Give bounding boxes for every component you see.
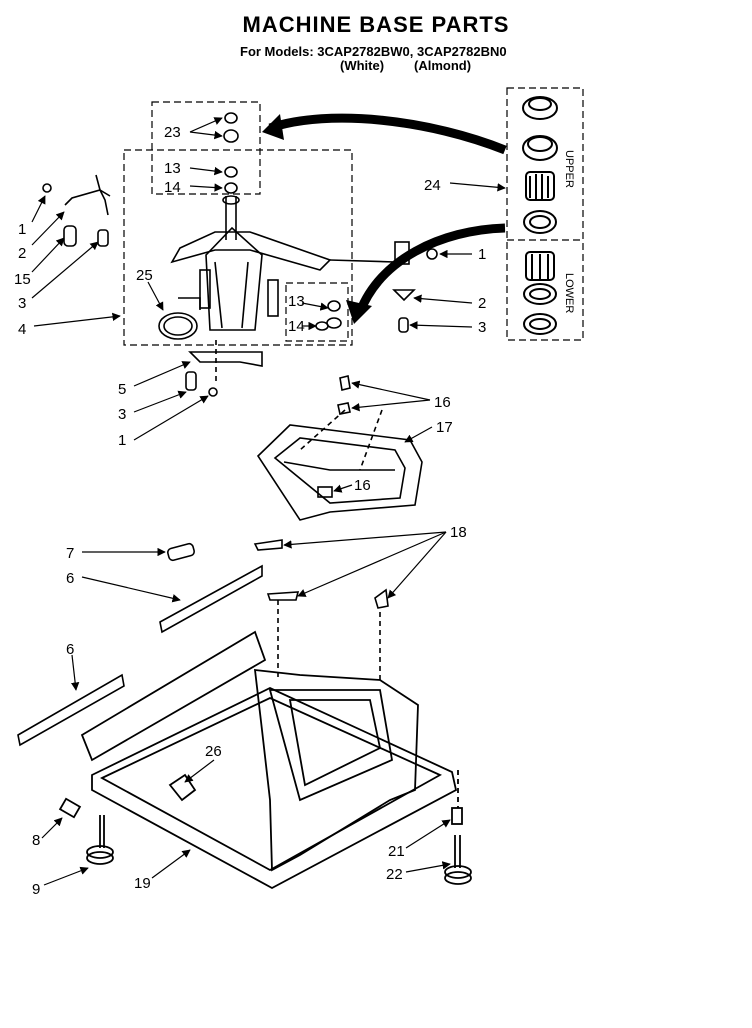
callout-18: 18: [450, 524, 467, 541]
callout-2-left: 2: [18, 245, 26, 262]
callout-25: 25: [136, 267, 153, 284]
detail-boxes: [123, 101, 353, 346]
leader-lines: [31, 117, 506, 886]
left-bracket-hardware: [42, 174, 111, 247]
box-transmission-assembly: [123, 149, 353, 346]
callout-9: 9: [32, 881, 40, 898]
callout-3-right: 3: [478, 319, 486, 336]
callout-16-upper: 16: [434, 394, 451, 411]
callout-21: 21: [388, 843, 405, 860]
kit-pointer-arrows: [262, 113, 507, 324]
callout-6-lower: 6: [66, 641, 74, 658]
callout-2-right: 2: [478, 295, 486, 312]
callout-3-left: 3: [18, 295, 26, 312]
lower-label: LOWER: [563, 273, 575, 313]
callout-22: 22: [386, 866, 403, 883]
models-line: For Models: 3CAP2782BW0, 3CAP2782BN0: [240, 44, 507, 59]
callout-6-upper: 6: [66, 570, 74, 587]
callout-14-lower: 14: [288, 318, 305, 335]
transmission-assembly: [158, 112, 396, 340]
callout-1-left: 1: [18, 221, 26, 238]
callout-1-right: 1: [478, 246, 486, 263]
page-title: MACHINE BASE PARTS: [242, 12, 510, 37]
callout-3-bottom: 3: [118, 406, 126, 423]
callout-15: 15: [14, 271, 31, 288]
callout-26: 26: [205, 743, 222, 760]
callout-14-upper: 14: [164, 179, 181, 196]
callout-13-upper: 13: [164, 160, 181, 177]
callout-23: 23: [164, 124, 181, 141]
callout-4: 4: [18, 321, 26, 338]
callout-1-bottom: 1: [118, 432, 126, 449]
color-almond: (Almond): [414, 58, 472, 73]
suspension-platform: [256, 375, 423, 521]
callout-24: 24: [424, 177, 441, 194]
rail-and-clip-parts: [17, 539, 389, 747]
callout-16-lower: 16: [354, 477, 371, 494]
machine-base-frame: [58, 630, 472, 890]
callout-13-lower: 13: [288, 293, 305, 310]
callout-8: 8: [32, 832, 40, 849]
callout-7: 7: [66, 545, 74, 562]
callout-19: 19: [134, 875, 151, 892]
callout-5: 5: [118, 381, 126, 398]
box-parts-13-14: [285, 282, 349, 342]
callout-labels: 23 13 14 24 1 2 15 3 4 25 1 2 3 13 14 5 …: [14, 124, 486, 898]
right-bracket-hardware: [392, 241, 438, 333]
color-white: (White): [340, 58, 385, 73]
upper-label: UPPER: [563, 150, 575, 188]
seal-kit-panel: UPPER LOWER: [506, 87, 584, 341]
callout-17: 17: [436, 419, 453, 436]
lower-bracket-hardware: [185, 340, 263, 397]
box-parts-23-13-14: [151, 101, 261, 195]
